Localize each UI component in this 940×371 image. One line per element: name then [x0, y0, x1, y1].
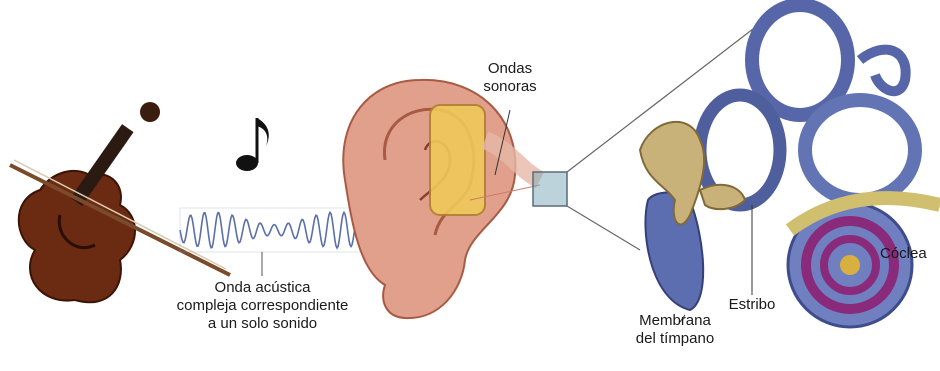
cochlea-label: Cóclea: [880, 245, 940, 263]
music-note-icon: [236, 118, 269, 171]
sound-waves-label: Ondas sonoras: [470, 60, 550, 96]
acoustic-wave-label: Onda acústica compleja correspondiente a…: [160, 279, 365, 333]
ear-illustration: [343, 80, 540, 318]
inner-ear-illustration: [495, 5, 940, 327]
stapes-label: Estribo: [718, 296, 786, 314]
violin-icon: [10, 102, 230, 302]
eardrum-label: Membrana del tímpano: [620, 312, 730, 348]
